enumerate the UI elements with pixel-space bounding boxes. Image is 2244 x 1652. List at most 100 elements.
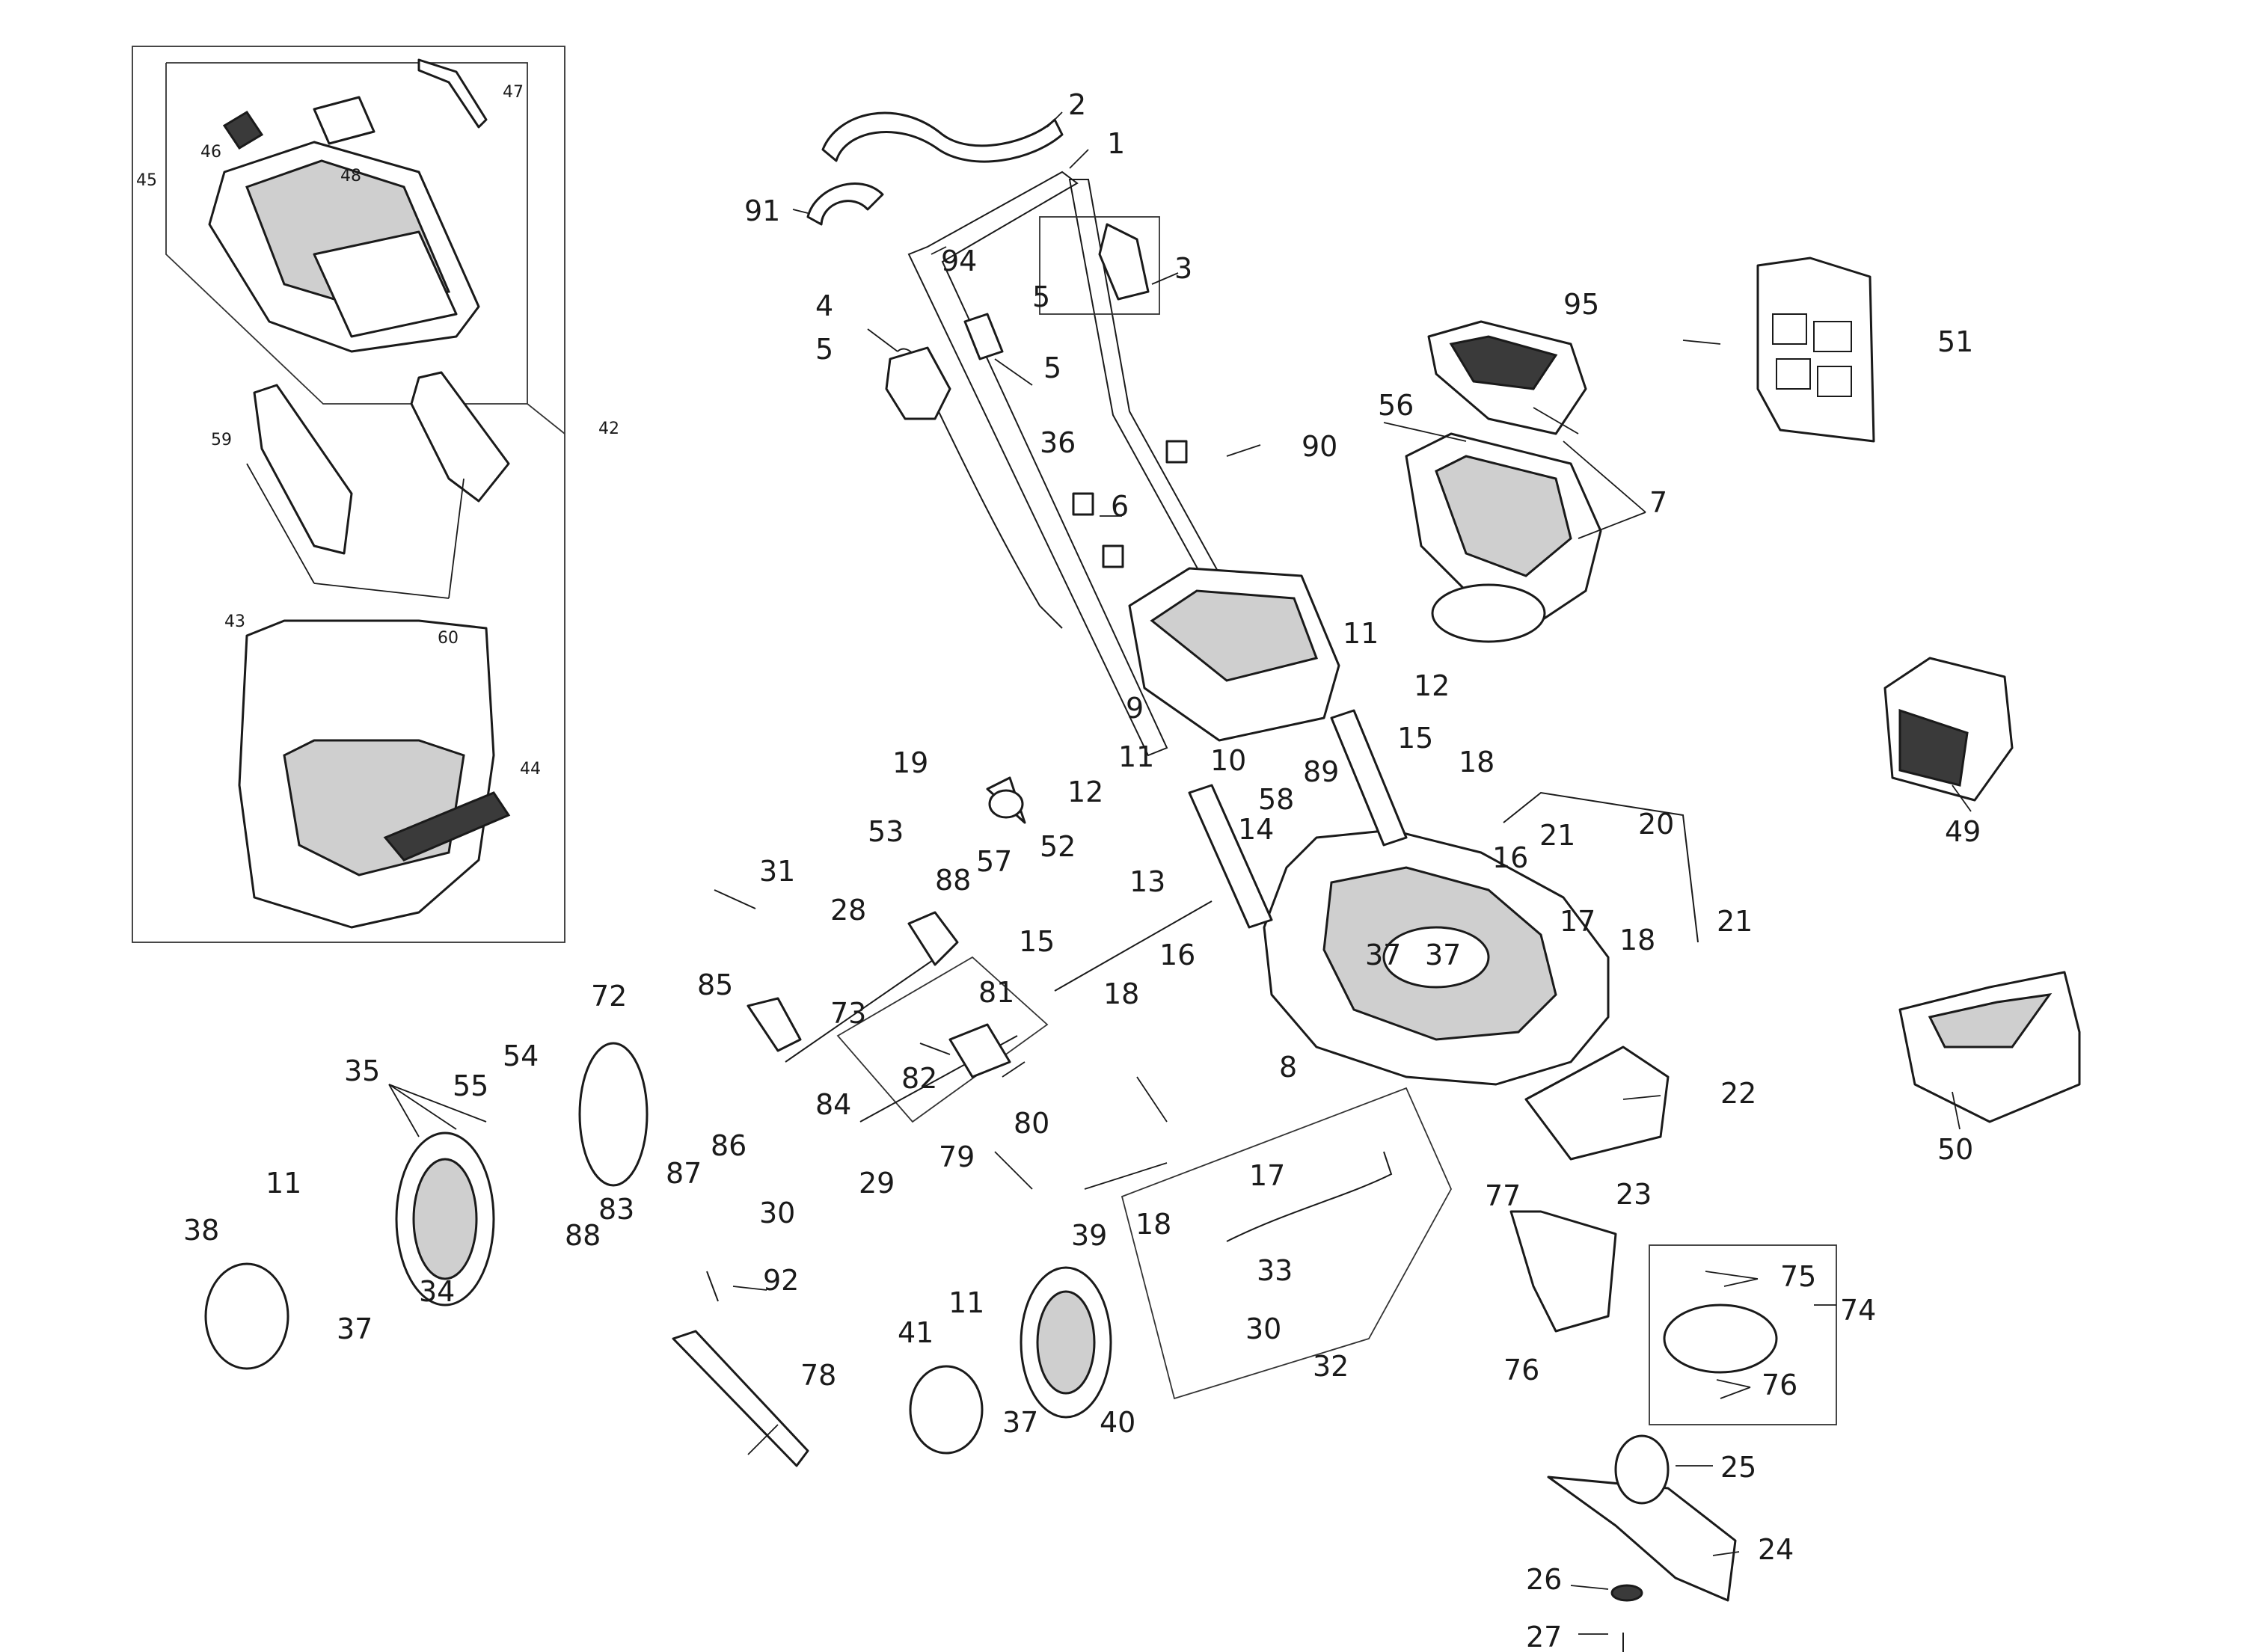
drive-bracket [907,911,959,966]
callout-label: 5 [1043,351,1061,384]
callout-labels: 1 2 3 4 5 5 5 6 7 8 9 10 11 11 11 11 12 … [183,88,1981,1652]
callout-label: 12 [1414,669,1450,702]
callout-label: 3 [1174,252,1192,285]
handle-tube-left [907,171,1168,757]
callout-label: 60 [438,629,459,648]
callout-label: 87 [666,1157,702,1190]
cutting-blade [1547,1476,1737,1602]
callout-label: 88 [935,864,971,897]
callout-label: 84 [815,1088,851,1121]
callout-label: 5 [1032,280,1050,313]
callout-label: 79 [939,1140,975,1173]
callout-label: 19 [892,746,928,779]
callout-label: 21 [1539,819,1575,852]
callout-label: 27 [1526,1621,1562,1652]
handle-bail [821,111,1064,163]
cable-clip [1102,544,1124,568]
charger-slot [1928,993,2053,1048]
catcher-clip [222,110,264,150]
callout-label: 18 [1135,1208,1171,1241]
drive-shaft [785,953,943,1063]
callout-label: 37 [1002,1406,1038,1439]
callout-label: 11 [948,1286,984,1319]
callout-label: 33 [1257,1254,1293,1287]
callout-label: 47 [503,83,524,102]
callout-label: 86 [711,1129,747,1162]
callout-label: 13 [1129,865,1165,898]
motor [1431,583,1546,643]
label-sticker [1756,257,1875,443]
callout-label: 29 [859,1167,895,1200]
callout-label: 15 [1019,925,1055,958]
callout-label: 17 [1249,1159,1285,1192]
drive-belt [672,1330,809,1467]
blade-washer [1610,1584,1643,1602]
callout-label: 35 [344,1054,380,1087]
catcher-handle-grip [313,96,375,145]
callout-label: 46 [200,143,221,162]
callout-label: 48 [340,167,361,185]
callout-label: 8 [1279,1051,1297,1084]
axle-rod-rear [1503,791,1699,943]
callout-label: 45 [136,171,157,190]
callout-label: 26 [1526,1563,1562,1596]
battery-compartment [1435,455,1572,577]
callout-label: 95 [1563,288,1599,321]
handle-assembly [806,111,1340,757]
callout-label: 4 [815,289,833,322]
spring-82 [919,1043,951,1055]
catcher-bag-grille [383,791,511,862]
drive-bracket-left [747,997,802,1052]
callout-label: 73 [830,997,866,1030]
callout-label: 37 [1425,939,1461,971]
callout-label: 74 [1840,1294,1876,1327]
callout-label: 51 [1937,325,1973,358]
catcher-handle-strip [417,58,488,129]
cable-clip [1072,492,1094,516]
callout-label: 24 [1758,1533,1794,1566]
catcher-side-panel-right [410,371,510,503]
callout-label: 25 [1720,1451,1756,1484]
mulch-plug [1524,1045,1670,1161]
callout-label: 11 [266,1167,301,1200]
callout-label: 15 [1397,722,1433,755]
grass-catcher-inset [132,46,565,943]
callout-label: 5 [815,333,833,366]
callout-label: 52 [1040,830,1076,863]
callout-label: 59 [211,431,232,449]
callout-label: 82 [901,1062,937,1095]
callout-label: 9 [1126,692,1144,725]
callout-label: 44 [520,760,541,779]
axle [1054,900,1213,992]
callout-label: 57 [976,845,1012,878]
callout-label: 32 [1313,1350,1349,1383]
blade-hub [1614,1434,1670,1505]
hubcap-front [909,1365,984,1455]
callout-label: 92 [763,1264,799,1297]
motor-mount [1382,926,1490,989]
front-wheel-hub [1036,1290,1096,1395]
callout-label: 90 [1302,430,1337,463]
callout-label: 37 [1365,939,1401,971]
callout-label: 1 [1107,127,1125,160]
callout-label: 54 [503,1040,539,1072]
handle-knob-bracket [963,313,1004,360]
callout-label: 16 [1159,939,1195,971]
callout-label: 50 [1937,1133,1973,1166]
callout-label: 42 [598,420,619,438]
callout-label: 30 [1245,1312,1281,1345]
callout-label: 72 [591,980,627,1013]
callout-label: 18 [1619,924,1655,956]
callout-label: 20 [1638,808,1674,841]
cable-guide [885,346,951,420]
callout-label: 18 [1103,977,1139,1010]
upper-handle-grip [806,182,884,226]
switch-cover [1098,223,1150,301]
callout-label: 22 [1720,1077,1756,1110]
rear-flap-panel [1150,589,1318,682]
callout-label: 14 [1238,813,1274,846]
callout-label: 38 [183,1214,219,1247]
callout-label: 83 [598,1193,634,1226]
callout-label: 6 [1111,490,1129,523]
